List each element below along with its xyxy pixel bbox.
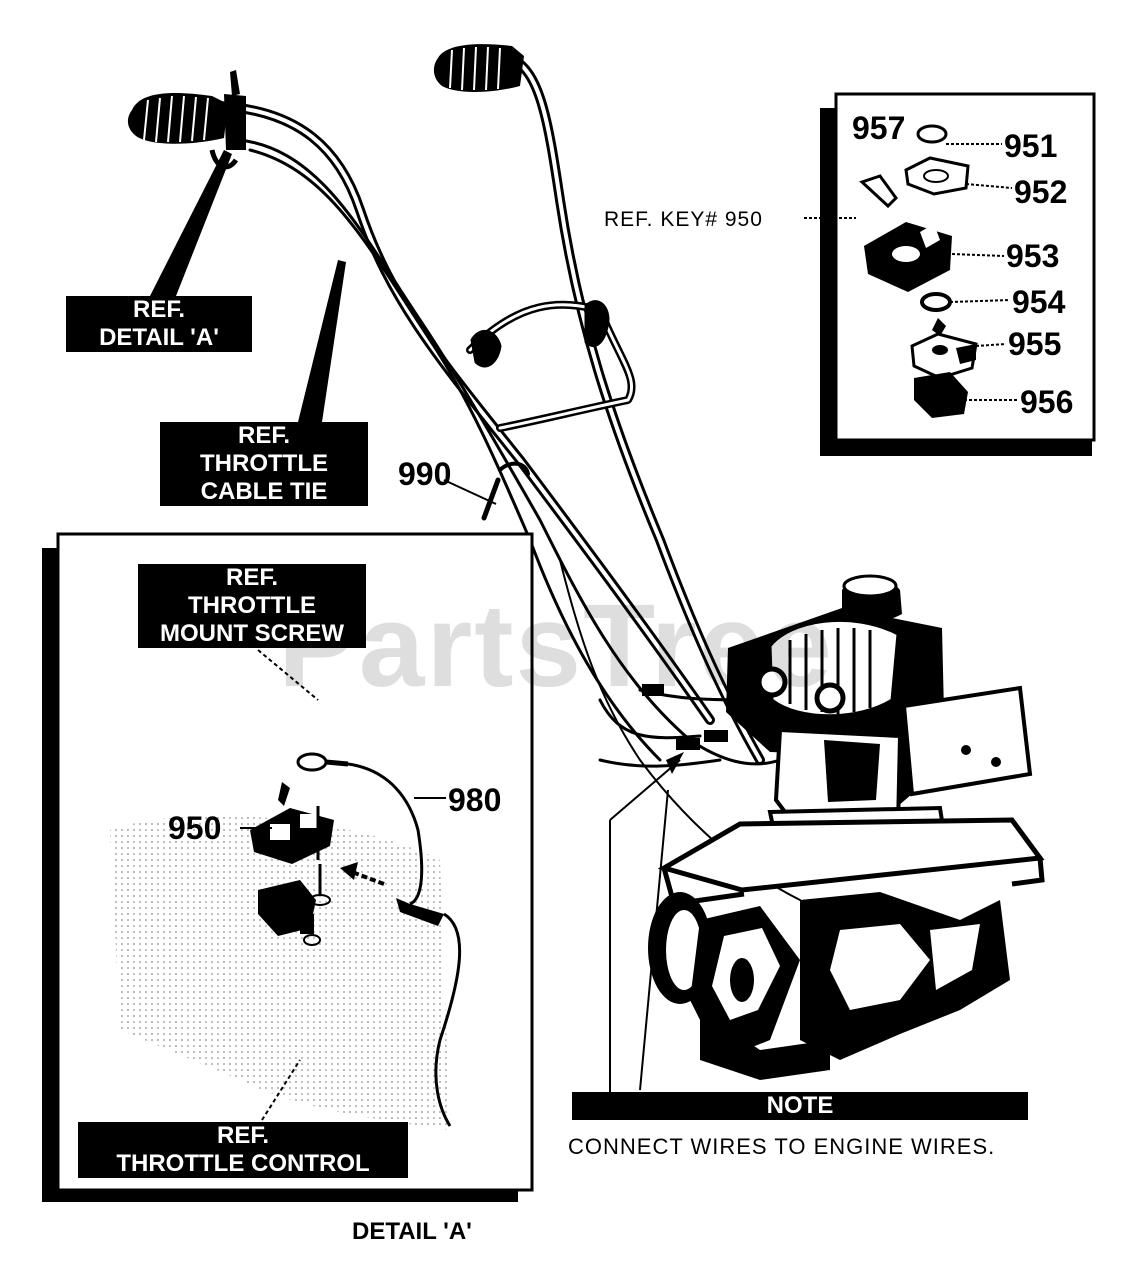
callout-ref-throttle-mount-screw: REF. THROTTLE MOUNT SCREW xyxy=(138,564,366,648)
callout-line: THROTTLE CONTROL xyxy=(116,1150,370,1177)
ref-key-label: REF. KEY# 950 xyxy=(604,208,763,231)
left-handle-grip xyxy=(127,70,246,170)
tine-shield xyxy=(657,817,1045,907)
part-number-957: 957 xyxy=(852,110,906,146)
callout-line: DETAIL 'A' xyxy=(99,324,219,351)
right-handle-grip xyxy=(433,44,524,92)
part-number-952: 952 xyxy=(1014,174,1068,210)
detail-a-pointer xyxy=(150,150,232,296)
note-title: NOTE xyxy=(572,1092,1028,1120)
part-number-951: 951 xyxy=(1004,128,1058,164)
callout-ref-throttle-control: REF. THROTTLE CONTROL xyxy=(78,1122,408,1178)
part-number-956: 956 xyxy=(1020,384,1074,420)
callout-line: THROTTLE xyxy=(200,450,328,477)
callout-line: THROTTLE xyxy=(188,592,316,619)
callout-line: REF. xyxy=(216,1122,269,1149)
callout-line: REF. xyxy=(237,422,290,449)
parts-inset-box xyxy=(804,92,1096,456)
part-number-953: 953 xyxy=(1006,238,1060,274)
detail-a-caption: DETAIL 'A' xyxy=(352,1218,472,1245)
part-number-980: 980 xyxy=(448,782,502,818)
part-number-950: 950 xyxy=(168,810,222,846)
part-number-954: 954 xyxy=(1012,284,1066,320)
callout-line: REF. xyxy=(225,564,278,591)
callout-line: CABLE TIE xyxy=(200,478,328,505)
callout-ref-detail-a: REF. DETAIL 'A' xyxy=(66,296,252,352)
callout-line: MOUNT SCREW xyxy=(160,620,344,647)
tines xyxy=(648,892,1010,1080)
part-number-990: 990 xyxy=(398,456,452,492)
note-text: CONNECT WIRES TO ENGINE WIRES. xyxy=(568,1134,996,1159)
cable-tie-pointer xyxy=(298,260,346,422)
part-number-955: 955 xyxy=(1008,326,1062,362)
engine-assembly xyxy=(726,574,1033,862)
watermark: PartsTree xyxy=(278,580,834,712)
callout-ref-throttle-cable-tie: REF. THROTTLE CABLE TIE xyxy=(160,422,368,506)
callout-line: REF. xyxy=(132,296,185,323)
